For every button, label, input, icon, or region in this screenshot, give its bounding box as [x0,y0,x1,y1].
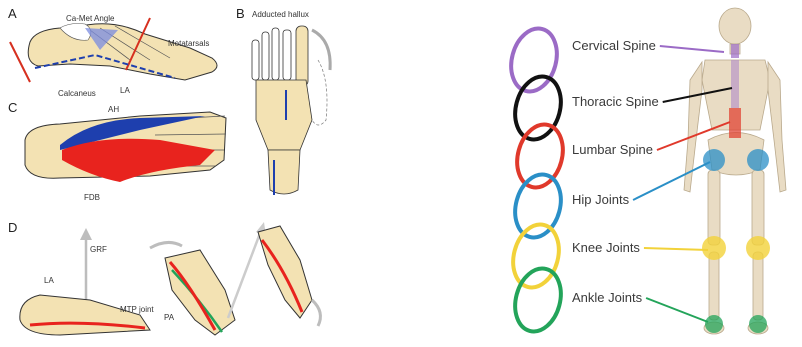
knee-joint-right-highlight [746,236,770,260]
panel-a-label-la: LA [120,86,130,95]
joint-rings [504,23,569,336]
panel-d-rotation-arrow [150,242,182,248]
knee-joint-left-highlight [702,236,726,260]
lumbar-spine-highlight [729,108,741,138]
cervical-spine-highlight [731,44,739,58]
hip-joint-left-highlight [703,149,725,171]
panel-c-label-ah: AH [108,105,119,114]
panel-d-letter: D [8,220,17,235]
ankle-joint-left-highlight [705,315,723,333]
panel-c: C AH FDB [8,100,226,202]
panel-b-label-adducted-hallux: Adducted hallux [252,10,309,19]
joint-label-1: Thoracic Spine [572,94,659,109]
panel-d: D GRF LA MTP joint PA [8,220,320,335]
hip-joint-right-highlight [747,149,769,171]
ankle-joint-right-highlight [749,315,767,333]
panel-d-foot-flat [20,295,150,335]
panel-d-label-mtp-joint: MTP joint [120,305,154,314]
panel-d-grf-arrowhead [80,228,92,240]
joint-label-3: Hip Joints [572,192,630,207]
panel-d-label-la: LA [44,276,54,285]
panel-d-label-grf: GRF [90,245,107,254]
panel-c-letter: C [8,100,17,115]
foot-anatomy-figure: A Ca-Met Angle Metatarsals Calcaneus LA … [8,6,330,335]
joint-label-2: Lumbar Spine [572,142,653,157]
joint-label-0: Cervical Spine [572,38,656,53]
panel-d-rotation-arrow-2 [312,300,320,326]
panel-d-foot-raised [165,250,235,335]
joint-leader-0 [660,46,724,52]
panel-a-label-metatarsals: Metatarsals [168,39,209,48]
joint-leader-3 [633,162,710,200]
panel-a-foot-bones [28,24,217,80]
joint-ring-3 [508,169,567,242]
panel-b-dashed-outline [312,60,327,125]
panel-d-label-pa: PA [164,313,175,322]
panel-b-foot-top-view [252,26,312,194]
panel-a-label-angle: Ca-Met Angle [66,14,115,23]
panel-d-force-arrow [228,228,262,318]
joint-label-4: Knee Joints [572,240,640,255]
thoracic-spine-highlight [731,60,739,108]
panel-a-label-calcaneus: Calcaneus [58,89,96,98]
joint-leader-4 [644,248,708,250]
joint-leader-5 [646,298,708,322]
panel-a: A Ca-Met Angle Metatarsals Calcaneus LA [8,6,217,98]
panel-b: B Adducted hallux [236,6,330,195]
joint-label-5: Ankle Joints [572,290,643,305]
panel-b-letter: B [236,6,245,21]
panel-d-foot-toeoff [258,226,312,318]
panel-a-red-line-left [10,42,30,82]
panel-b-rotation-arrow [312,30,330,70]
panel-a-letter: A [8,6,17,21]
panel-c-label-fdb: FDB [84,193,100,202]
